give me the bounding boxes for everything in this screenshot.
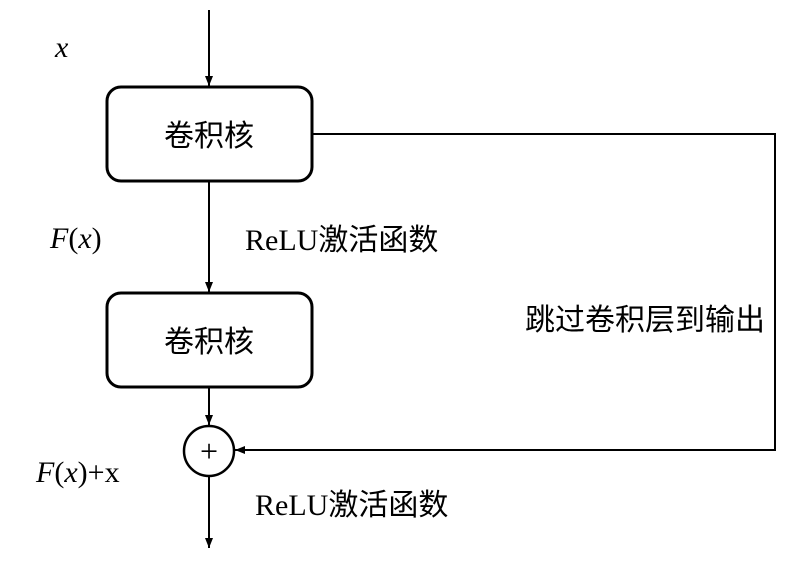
- fx-label: F(x): [49, 222, 102, 255]
- skip-label: 跳过卷积层到输出: [525, 303, 765, 338]
- fxx-close-paren: ): [78, 456, 88, 489]
- fxx-arg: x: [63, 456, 78, 489]
- conv-block-1-box: [105, 85, 314, 183]
- conv-block-2: 卷积核: [105, 291, 314, 389]
- fx-func: F: [49, 222, 69, 255]
- conv-block-1-label: 卷积核: [164, 119, 254, 154]
- relu-label-2: ReLU激活函数: [255, 489, 448, 522]
- conv-block-1: 卷积核: [105, 85, 314, 183]
- fxx-open-paren: (: [54, 456, 64, 489]
- conv-block-2-label: 卷积核: [164, 325, 254, 360]
- fx-plus-x-label: F(x)+x: [35, 456, 120, 489]
- fxx-func: F: [35, 456, 55, 489]
- fx-close-paren: ): [92, 222, 102, 255]
- input-x-label: x: [54, 31, 69, 64]
- fx-open-paren: (: [68, 222, 78, 255]
- conv-block-2-box: [105, 291, 314, 389]
- relu-label-1: ReLU激活函数: [245, 224, 438, 257]
- sum-circle: [182, 424, 236, 478]
- plus-icon: +: [200, 433, 218, 469]
- fxx-plus: +x: [88, 456, 120, 489]
- sum-node: +: [182, 424, 236, 478]
- skip-connection-arrow: [235, 133, 776, 454]
- fx-arg: x: [77, 222, 92, 255]
